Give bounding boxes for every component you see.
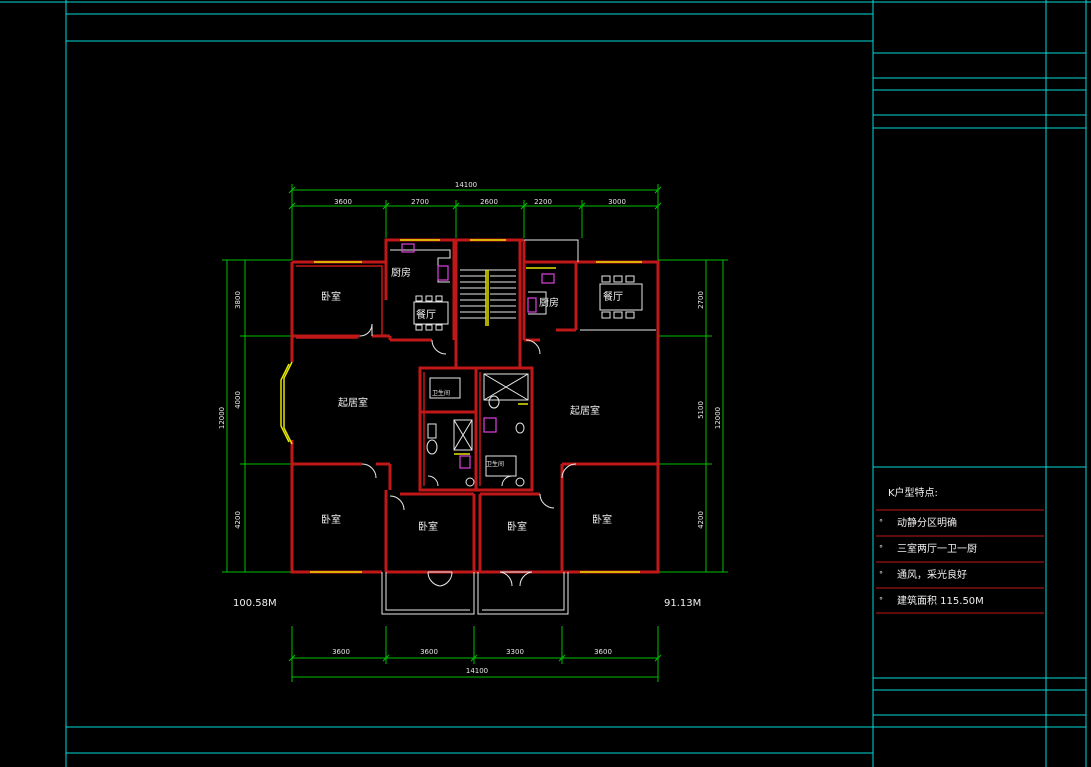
area-left: 100.58M <box>233 598 277 609</box>
room-bedroom-bottom-mid-left: 卧室 <box>418 520 438 533</box>
dim-bottom-4: 3600 <box>594 648 612 656</box>
dim-top-2: 2700 <box>411 198 429 206</box>
area-right: 91.13M <box>664 598 701 609</box>
feature-item-4: 建筑面积 115.50M <box>897 594 984 607</box>
dim-top-4: 2200 <box>534 198 552 206</box>
feature-item-2: 三室两厅一卫一厨 <box>897 542 977 555</box>
dim-left-1: 3800 <box>234 291 242 309</box>
feature-item-1: 动静分区明确 <box>897 516 957 529</box>
dim-left-2: 4000 <box>234 391 242 409</box>
dim-right-1: 2700 <box>697 291 705 309</box>
room-labels: 卧室 厨房 餐厅 起居室 卫生间 卫生间 厨房 餐厅 起居室 卧室 卧室 卧室 … <box>321 266 623 533</box>
room-bath-left-2: 卫生间 <box>486 460 504 468</box>
floor-plan <box>280 238 660 615</box>
dim-right-3: 4200 <box>697 511 705 529</box>
dim-top-total: 14100 <box>455 181 477 189</box>
dim-bottom-2: 3600 <box>420 648 438 656</box>
dim-left-3: 4200 <box>234 511 242 529</box>
room-dining-left: 餐厅 <box>416 308 436 321</box>
features-title: K户型特点: <box>888 486 938 499</box>
dim-bottom-1: 3600 <box>332 648 350 656</box>
room-kitchen-left: 厨房 <box>391 266 411 279</box>
dim-top-3: 2600 <box>480 198 498 206</box>
features-panel: K户型特点: ° ° ° ° 动静分区明确 三室两厅一卫一厨 通风，采光良好 建… <box>876 486 1044 614</box>
dim-bottom-total: 14100 <box>466 667 488 675</box>
room-bedroom-top-left: 卧室 <box>321 290 341 303</box>
dimension-labels: 14100 3600 2700 2600 2200 3000 3600 3600… <box>218 181 722 675</box>
dimension-lines <box>222 184 728 682</box>
dim-top-1: 3600 <box>334 198 352 206</box>
room-bedroom-bottom-left: 卧室 <box>321 513 341 526</box>
room-kitchen-right: 厨房 <box>539 296 559 309</box>
dim-bottom-3: 3300 <box>506 648 524 656</box>
dim-right-2: 5100 <box>697 401 705 419</box>
dim-left-total: 12000 <box>218 407 226 429</box>
feature-item-3: 通风，采光良好 <box>897 568 967 581</box>
room-living-right: 起居室 <box>570 404 600 417</box>
bullet-icon: ° <box>879 596 883 605</box>
dim-top-5: 3000 <box>608 198 626 206</box>
bullet-icon: ° <box>879 518 883 527</box>
dim-right-total: 12000 <box>714 407 722 429</box>
room-dining-right: 餐厅 <box>603 290 623 303</box>
room-living-left: 起居室 <box>338 396 368 409</box>
room-bedroom-bottom-right: 卧室 <box>592 513 612 526</box>
room-bedroom-bottom-mid-right: 卧室 <box>507 520 527 533</box>
bullet-icon: ° <box>879 544 883 553</box>
room-bath-left-1: 卫生间 <box>432 389 450 397</box>
bullet-icon: ° <box>879 570 883 579</box>
